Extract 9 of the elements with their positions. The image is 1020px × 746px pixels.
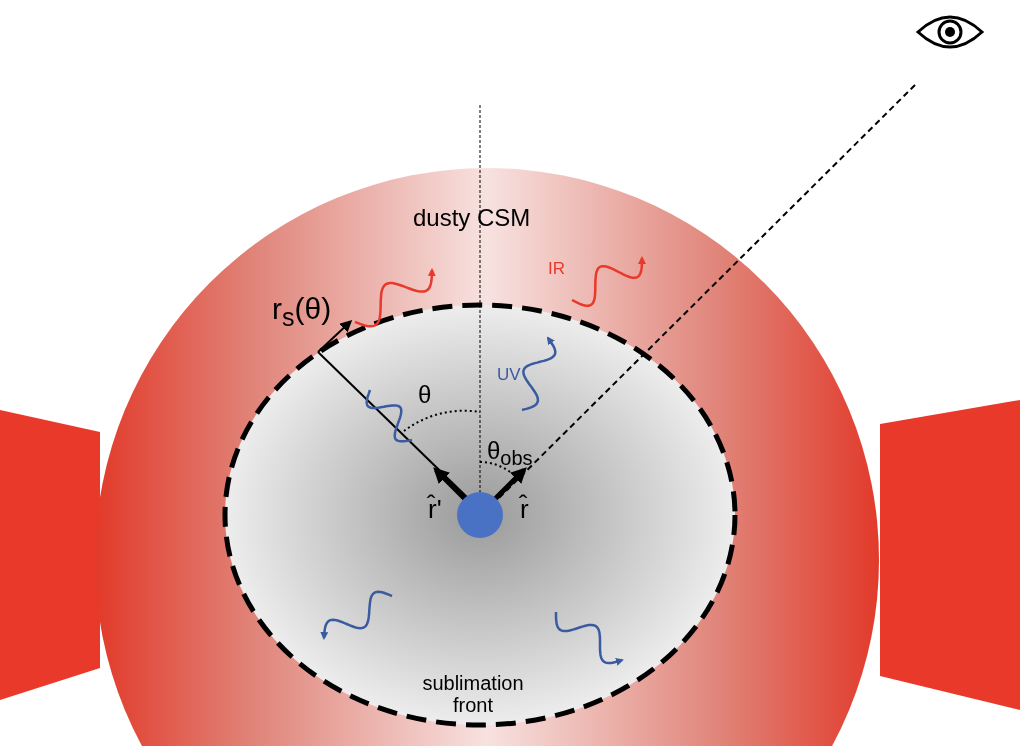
unit-vector-label: r̂ (520, 495, 529, 524)
region-label: dusty CSM (413, 205, 531, 232)
angle-label: θ (418, 382, 432, 409)
region-label: sublimation front (421, 672, 525, 716)
unit-vector-label: r̂' (428, 495, 442, 524)
wave-label: IR (548, 260, 565, 279)
wave-label: UV (497, 366, 521, 385)
angle-label: θ$_{obs}$ (487, 438, 533, 469)
radius-label: r$_{s}$(θ) (272, 292, 332, 332)
